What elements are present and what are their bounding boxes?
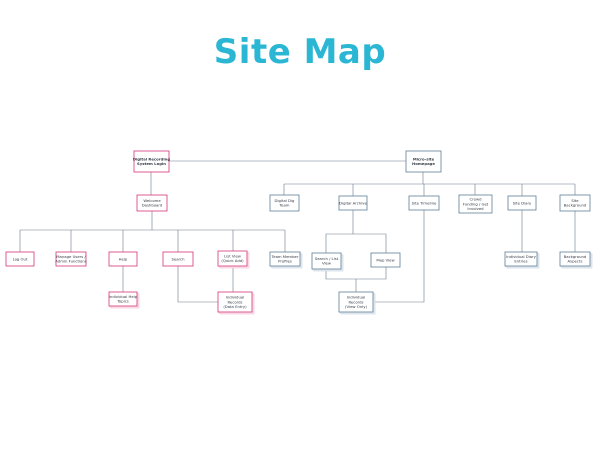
- node-label: Crowd: [470, 197, 483, 202]
- node-map-view: Map View: [370, 252, 401, 268]
- node-label: List View: [224, 254, 241, 259]
- node-label: Log Out: [13, 256, 28, 261]
- node-timeline: Site Timeline: [408, 195, 440, 211]
- node-box: [136, 194, 168, 212]
- node-list-view: List View(Quick Add): [217, 250, 250, 269]
- node-label: Funding / Get: [463, 201, 489, 206]
- node-label: Involved: [467, 206, 484, 211]
- node-box: [217, 291, 253, 313]
- connector-lines: [19, 160, 576, 303]
- node-label: Profiles: [278, 259, 292, 264]
- node-label: Site Timeline: [412, 200, 437, 205]
- node-label: Records: [348, 299, 363, 304]
- node-label: Map View: [376, 257, 394, 262]
- node-box: [311, 252, 342, 270]
- node-label: Admin Functions: [55, 259, 86, 264]
- node-box: [133, 150, 170, 173]
- connector-timeline-records: [373, 210, 425, 303]
- node-label: Homepage: [412, 161, 435, 166]
- node-label: Entries: [514, 259, 527, 264]
- node-label: Help: [119, 256, 128, 261]
- node-box: [507, 195, 537, 211]
- node-label: Individual Help: [109, 294, 138, 299]
- node-label: Digital Recording: [133, 157, 170, 162]
- node-box: [55, 251, 87, 267]
- node-label: Individual Diary: [506, 254, 537, 259]
- node-label: Site Diary: [513, 200, 532, 205]
- node-box: [338, 291, 374, 313]
- node-label: Welcome: [143, 198, 161, 203]
- node-label: Background: [564, 203, 587, 208]
- node-manage-users: Manage Users /Admin Functions: [55, 251, 87, 267]
- node-label: Individual: [226, 295, 245, 300]
- node-label: Manage Users /: [56, 254, 86, 259]
- node-label: Search / List: [315, 256, 339, 261]
- node-label: Digital Archive: [339, 200, 367, 205]
- node-label: Team: [278, 203, 289, 208]
- node-box: [458, 194, 493, 214]
- node-box: [559, 194, 591, 212]
- node-label: (Data Entry): [223, 304, 247, 309]
- connector-archive-records: [325, 267, 387, 292]
- node-label: Records: [227, 299, 242, 304]
- connector-archive-children: [325, 210, 387, 253]
- page-title: Site Map: [213, 32, 387, 72]
- connector-homepage-children: [283, 172, 576, 196]
- node-site-diary: Site Diary: [507, 195, 537, 211]
- node-logout: Log Out: [5, 251, 35, 267]
- node-label: (Quick Add): [221, 258, 244, 263]
- node-label: Topics: [116, 299, 129, 304]
- node-box: [108, 291, 138, 307]
- node-box: [108, 251, 138, 267]
- node-label: System Login: [137, 161, 166, 166]
- node-box: [269, 194, 300, 212]
- node-label: View: [322, 261, 331, 266]
- connector-dashboard-children: [19, 211, 286, 252]
- node-box: [370, 252, 401, 268]
- connector-search-records: [177, 266, 218, 303]
- node-label: Micro-site: [413, 157, 435, 162]
- node-label: Digital Dig: [275, 198, 295, 203]
- node-box: [504, 251, 538, 267]
- node-box: [269, 251, 301, 267]
- node-search: Search: [162, 251, 194, 267]
- node-label: Aspects: [568, 259, 583, 264]
- node-box: [162, 251, 194, 267]
- node-box: [408, 195, 440, 211]
- node-box: [405, 150, 442, 173]
- node-label: Search: [171, 256, 185, 261]
- node-help: Help: [108, 251, 138, 267]
- node-label: Team Member: [271, 254, 299, 259]
- node-label: Individual: [347, 295, 366, 300]
- node-box: [217, 250, 248, 267]
- node-label: (View Only): [345, 304, 367, 309]
- node-label: Site: [571, 198, 579, 203]
- node-box: [338, 195, 368, 211]
- node-label: Dashboard: [142, 203, 163, 208]
- node-digital-archive: Digital Archive: [338, 195, 368, 211]
- node-label: Background: [564, 254, 587, 259]
- node-box: [559, 251, 591, 267]
- node-box: [5, 251, 35, 267]
